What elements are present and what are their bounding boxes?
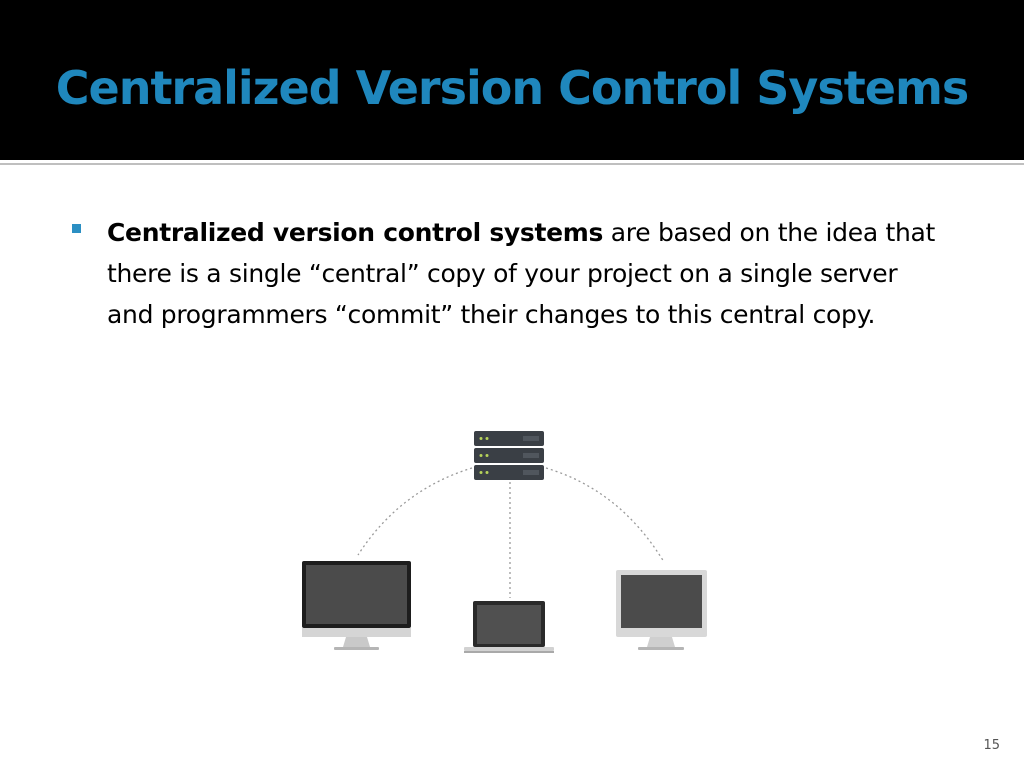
desktop-monitor-icon <box>302 561 411 650</box>
laptop-icon <box>464 601 554 653</box>
bullet-square-icon <box>72 224 81 233</box>
connector-server-to-desktop <box>357 467 473 556</box>
bullet-text: Centralized version control systems are … <box>107 212 942 335</box>
slide-title: Centralized Version Control Systems <box>55 61 970 115</box>
connector-server-to-monitor <box>545 467 665 563</box>
title-divider <box>0 163 1024 165</box>
bullet-bold-lead: Centralized version control systems <box>107 218 604 247</box>
connector-lines <box>357 467 665 598</box>
bullet-rest: are based on the idea that there is a si… <box>107 218 936 329</box>
title-band: Centralized Version Control Systems <box>0 0 1024 160</box>
server-icon <box>474 431 544 480</box>
centralized-vcs-diagram <box>302 431 707 653</box>
page-number: 15 <box>983 738 1000 753</box>
silver-monitor-icon <box>616 570 707 650</box>
